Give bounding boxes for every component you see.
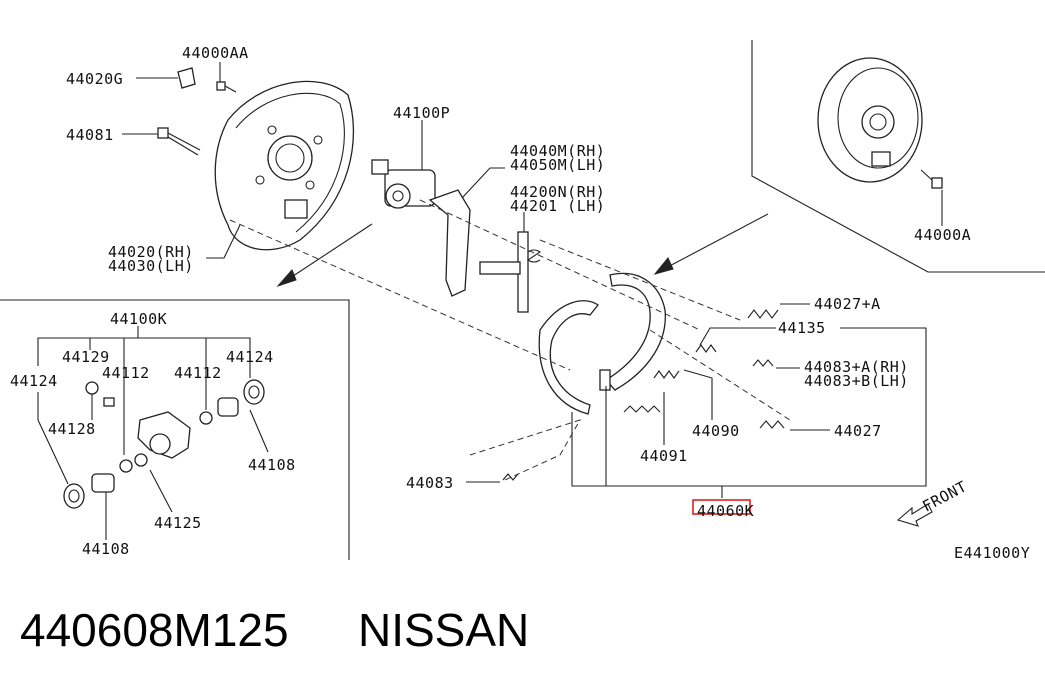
label-44083: 44083	[406, 474, 454, 492]
inset-bleeder	[103, 397, 115, 407]
bolt-44000A	[920, 169, 943, 189]
bracket-44060K	[571, 327, 927, 487]
label-44200N: 44200N(RH)	[510, 183, 605, 201]
spring-44090	[653, 370, 680, 379]
inset-bracket	[37, 337, 251, 378]
label-44060K: 44060K	[697, 502, 754, 520]
dash-4	[469, 419, 582, 481]
inset-wheel-cylinder-body	[137, 411, 191, 459]
adjuster-assembly	[479, 231, 541, 313]
leader	[249, 409, 269, 453]
label-44108-right: 44108	[248, 456, 296, 474]
inset-seal-left	[119, 459, 133, 473]
label-44124-right: 44124	[226, 348, 274, 366]
inset-seal-right	[199, 411, 213, 425]
label-44081: 44081	[66, 126, 114, 144]
label-44108-left: 44108	[82, 540, 130, 558]
label-44125: 44125	[154, 514, 202, 532]
dash-5	[649, 329, 791, 421]
wheel-cylinder	[371, 159, 436, 209]
label-44091: 44091	[640, 447, 688, 465]
inset-frame	[0, 299, 350, 560]
label-44135: 44135	[778, 319, 826, 337]
inset-spring	[134, 453, 148, 467]
label-44027A: 44027+A	[814, 295, 881, 313]
brake-shoe-front	[538, 300, 599, 415]
spring-44027	[759, 420, 785, 429]
drum-assembly	[817, 57, 923, 183]
label-44030: 44030(LH)	[108, 257, 194, 275]
bolt-44081	[157, 127, 201, 156]
label-44027: 44027	[834, 422, 882, 440]
leader	[37, 419, 69, 485]
label-44100K: 44100K	[110, 310, 167, 328]
label-44128: 44128	[48, 420, 96, 438]
leader	[461, 167, 505, 199]
label-44083B: 44083+B(LH)	[804, 372, 909, 390]
label-44112-right: 44112	[174, 364, 222, 382]
label-44000AA: 44000AA	[182, 44, 249, 62]
label-44050M: 44050M(LH)	[510, 156, 605, 174]
label-44129: 44129	[62, 348, 110, 366]
label-44020: 44020(RH)	[108, 243, 194, 261]
label-44020G: 44020G	[66, 70, 123, 88]
leader	[149, 469, 173, 513]
direction-arrow-left	[276, 223, 373, 288]
spring-44091	[623, 405, 661, 413]
direction-arrow-right	[653, 213, 769, 275]
label-44100P: 44100P	[393, 104, 450, 122]
inset-boot-right	[243, 379, 265, 405]
label-44040M: 44040M(RH)	[510, 142, 605, 160]
leader	[699, 327, 776, 346]
part-number-title: 440608M125	[20, 604, 289, 656]
backing-plate	[214, 80, 355, 251]
label-44201: 44201 (LH)	[510, 197, 605, 215]
label-44112-left: 44112	[102, 364, 150, 382]
diagram-code: E441000Y	[954, 544, 1030, 562]
dash-1	[229, 219, 571, 371]
highlight-box	[692, 499, 751, 515]
label-44000A: 44000A	[914, 226, 971, 244]
label-44124-left: 44124	[10, 372, 58, 390]
label-44083A: 44083+A(RH)	[804, 358, 909, 376]
brake-shoe-rear	[599, 272, 666, 391]
spring-44083A	[752, 359, 774, 367]
brand-title: NISSAN	[358, 604, 529, 656]
inset-piston-right	[217, 397, 239, 417]
front-arrow-icon	[896, 503, 933, 527]
adjuster-lever	[428, 189, 471, 297]
inset-cap	[85, 381, 99, 395]
spring-44027A	[747, 309, 779, 319]
inset-piston-left	[91, 473, 115, 493]
dash-3	[539, 239, 741, 321]
dash-2	[419, 199, 701, 331]
inset-frame-right	[751, 40, 1045, 273]
leader	[206, 224, 241, 259]
front-label: FRONT	[919, 477, 970, 515]
leader	[683, 369, 713, 420]
spring-44135	[695, 344, 717, 353]
spring-44083	[502, 473, 519, 481]
clip-44020G	[177, 67, 196, 89]
bolt-44000AA	[216, 81, 237, 93]
inset-boot-left	[63, 483, 85, 509]
label-44090: 44090	[692, 422, 740, 440]
